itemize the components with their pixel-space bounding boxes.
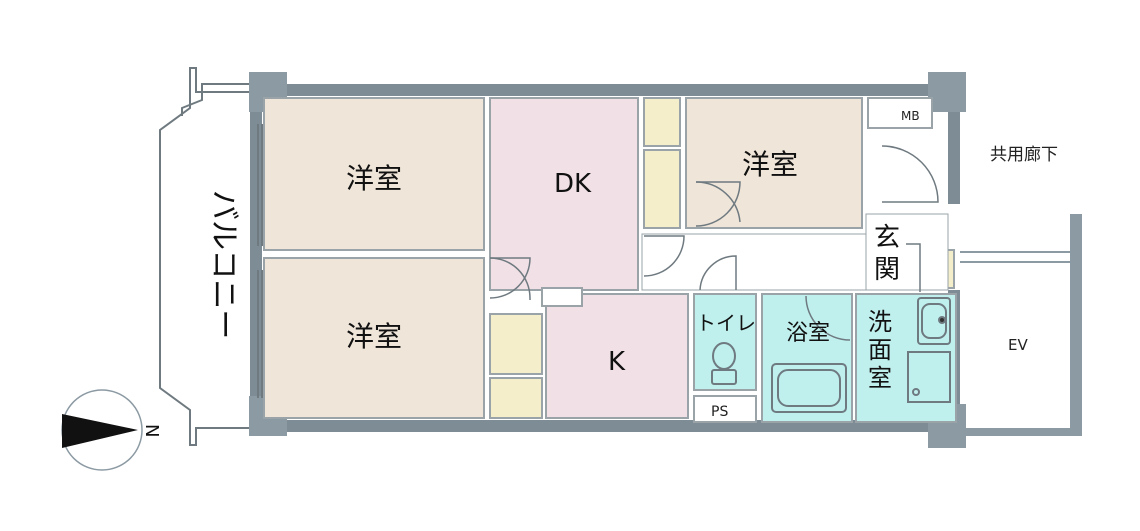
compass: N	[61, 389, 162, 471]
bathroom	[761, 293, 853, 423]
shared-corridor-lines	[960, 251, 1070, 263]
entrance-label-char2: 関	[874, 255, 900, 285]
washroom-label-char2: 面	[868, 336, 892, 364]
balcony-label: バルコニー	[206, 190, 241, 339]
western-room-top-left-label: 洋室	[346, 162, 402, 195]
pipe-space	[693, 395, 757, 423]
door-swings	[489, 145, 939, 341]
bathroom-label: 浴室	[786, 321, 830, 346]
meter-box	[867, 97, 933, 129]
pipe-space-label: PS	[711, 404, 728, 420]
western-room-bottom-left	[263, 257, 485, 419]
compass-north-label: N	[141, 424, 162, 437]
western-room-right	[685, 97, 863, 229]
kitchen	[545, 293, 689, 419]
elevator-label: EV	[1008, 336, 1028, 354]
elevator-shaft	[960, 214, 1082, 436]
western-room-top-left	[263, 97, 485, 251]
bathtub	[771, 363, 847, 413]
toilet	[693, 293, 757, 391]
balcony	[159, 67, 250, 446]
washing-machine-space	[907, 351, 951, 403]
kitchen-small-box	[541, 287, 583, 307]
windows-left	[257, 124, 263, 398]
washroom-label-char3: 室	[868, 364, 892, 392]
compass-arrow	[62, 414, 138, 448]
meter-box-label: MB	[901, 109, 920, 123]
toilet-label: トイレ	[696, 311, 756, 335]
toilet-fixture	[711, 342, 737, 385]
washbasin	[917, 297, 951, 345]
washroom-label-char1: 洗	[868, 308, 892, 336]
dining-kitchen-label: DK	[554, 169, 592, 199]
entrance-label-char1: 玄	[874, 223, 900, 253]
storage-closets	[489, 97, 955, 419]
shared-corridor-label: 共用廊下	[990, 145, 1058, 165]
entrance-area	[865, 213, 949, 291]
washroom	[855, 293, 957, 423]
western-room-right-label: 洋室	[742, 148, 798, 181]
washroom-label: 洗 面 室	[868, 308, 900, 392]
entrance-label: 玄 関	[874, 223, 908, 285]
western-room-bottom-left-label: 洋室	[346, 320, 402, 353]
kitchen-label: K	[608, 347, 626, 377]
